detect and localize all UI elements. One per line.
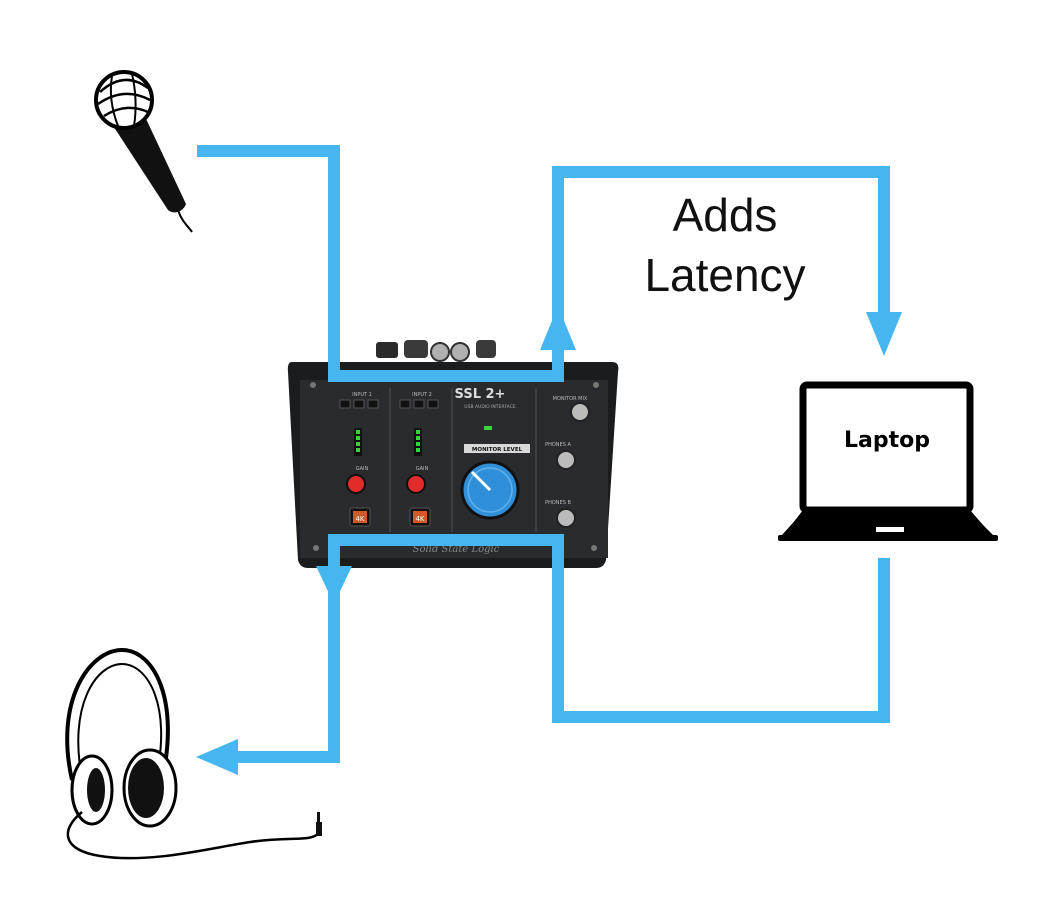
arrow-down-headphones-path — [316, 566, 352, 604]
monitor-level-label: MONITOR LEVEL — [472, 447, 523, 453]
microphone-icon — [94, 70, 193, 233]
path-laptop-to-interface — [328, 534, 890, 723]
channel-1-label: INPUT 1 — [352, 392, 372, 398]
laptop-icon: Laptop — [778, 381, 998, 541]
monitor-mix-label: MONITOR MIX — [553, 396, 588, 402]
arrowheads — [196, 306, 902, 775]
phones-a-label: PHONES A — [545, 442, 571, 448]
latency-caption: Adds Latency — [600, 185, 850, 305]
path-mic-to-interface — [197, 145, 564, 382]
arrow-up-interface — [540, 306, 576, 350]
interface-subtitle: USB AUDIO INTERFACE — [464, 404, 516, 410]
laptop-label: Laptop — [844, 428, 930, 453]
phones-b-label: PHONES B — [545, 500, 571, 506]
channel-2-label: INPUT 2 — [412, 392, 432, 398]
caption-line-1: Adds — [672, 189, 778, 241]
interface-model: SSL 2+ — [455, 387, 506, 402]
four-k-1-label: 4K — [355, 515, 364, 523]
arrow-down-laptop — [866, 312, 902, 356]
caption-line-2: Latency — [644, 249, 806, 301]
gain-1-label: GAIN — [356, 466, 369, 472]
signal-paths — [197, 145, 890, 763]
audio-interface-icon: INPUT 1 GAIN 4K INPUT 2 GAIN 4K SSL 2+ U… — [287, 340, 619, 568]
four-k-2-label: 4K — [415, 515, 424, 523]
interface-brand: Solid State Logic — [413, 544, 500, 555]
path-interface-to-headphones — [228, 570, 340, 763]
path-interface-to-laptop — [552, 166, 890, 336]
headphones-icon — [65, 647, 322, 860]
arrow-left-headphones — [196, 739, 238, 775]
gain-2-label: GAIN — [416, 466, 429, 472]
